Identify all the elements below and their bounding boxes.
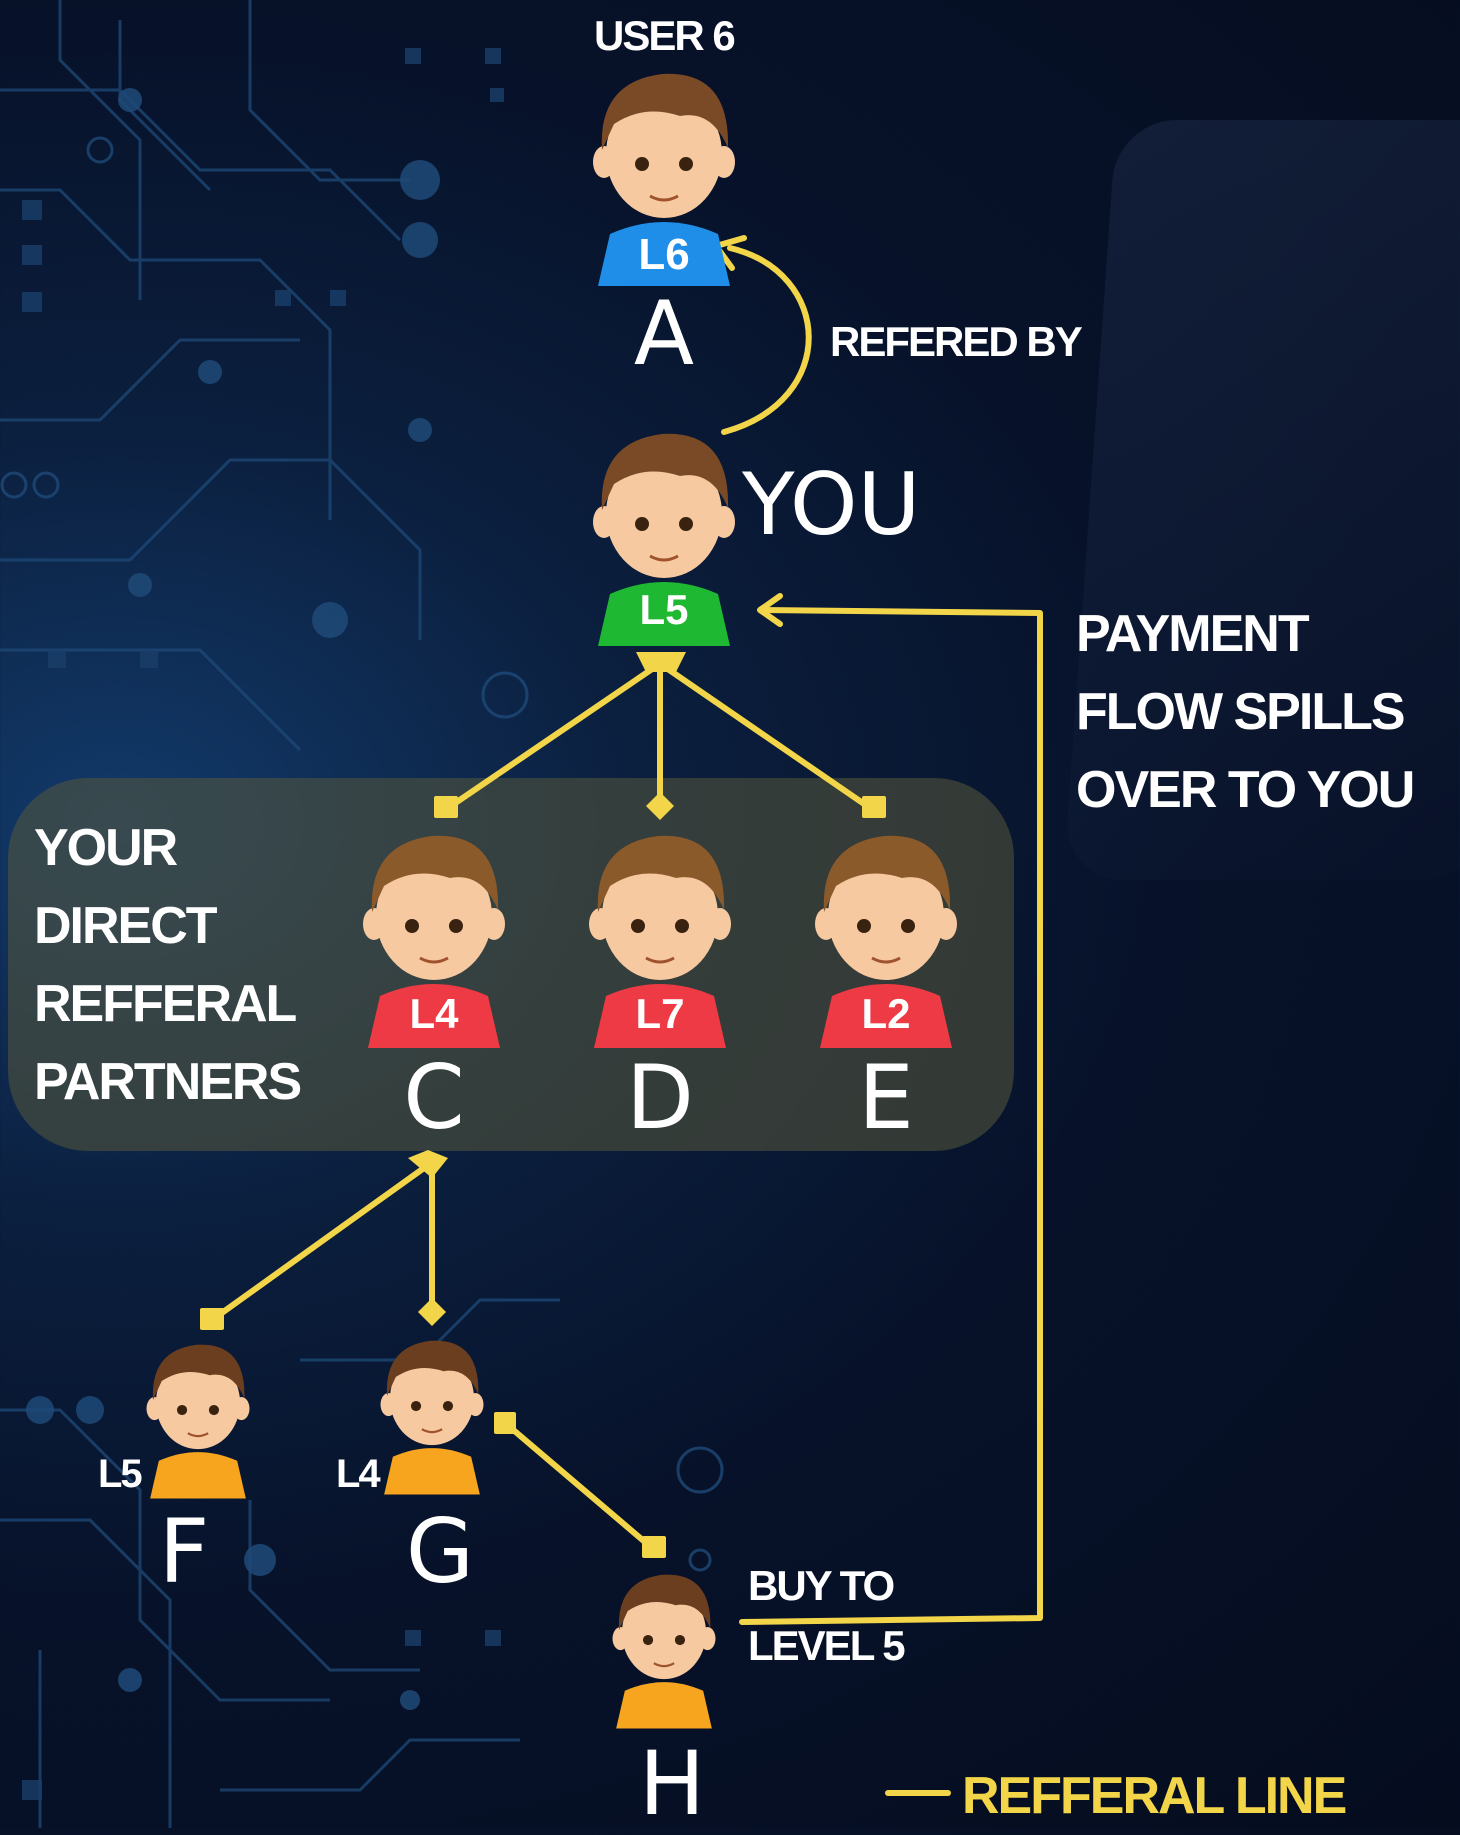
letter-e: E (858, 1046, 914, 1149)
badge-a: L6 (638, 230, 689, 279)
direct-partners-box (8, 778, 1014, 1151)
letter-a: A (633, 282, 695, 385)
direct-title-line3: REFFERAL (34, 975, 297, 1033)
avatar-user-a: L6 (593, 73, 735, 286)
legend-label: REFFERAL LINE (962, 1767, 1347, 1825)
badge-f: L5 (98, 1452, 143, 1496)
badge-you: L5 (639, 586, 688, 633)
letter-h: H (638, 1732, 706, 1835)
direct-title-line4: PARTNERS (34, 1053, 302, 1111)
badge-g: L4 (336, 1452, 381, 1496)
avatar-f (146, 1344, 250, 1499)
letter-f: F (158, 1500, 210, 1603)
letter-c: C (403, 1046, 465, 1149)
avatar-partner-c: L4 (363, 835, 505, 1048)
avatar-g (380, 1340, 484, 1495)
payment-flow-line (739, 607, 1043, 1625)
payment-note-line3: OVER TO YOU (1076, 761, 1415, 819)
direct-title-line1: YOUR (34, 819, 178, 877)
direct-title-line2: DIRECT (34, 897, 218, 955)
referred-by-label: REFERED BY (830, 318, 1083, 365)
referred-by-arrow (721, 245, 812, 435)
badge-e: L2 (861, 990, 910, 1037)
letter-g: G (405, 1500, 475, 1603)
avatar-h (612, 1574, 716, 1729)
payment-note-line2: FLOW SPILLS (1076, 683, 1406, 741)
badge-d: L7 (635, 990, 684, 1037)
avatar-partner-e: L2 (815, 835, 957, 1048)
buy-note-line1: BUY TO (748, 1562, 895, 1609)
user-6-label: USER 6 (594, 12, 736, 59)
buy-note-line2: LEVEL 5 (748, 1622, 906, 1669)
avatar-you: L5 (593, 433, 735, 646)
badge-c: L4 (409, 990, 459, 1037)
you-label: YOU (742, 455, 921, 555)
letter-d: D (626, 1046, 694, 1149)
payment-flow-arrowhead (757, 593, 783, 627)
avatar-partner-d: L7 (589, 835, 731, 1048)
payment-note-line1: PAYMENT (1076, 605, 1310, 663)
